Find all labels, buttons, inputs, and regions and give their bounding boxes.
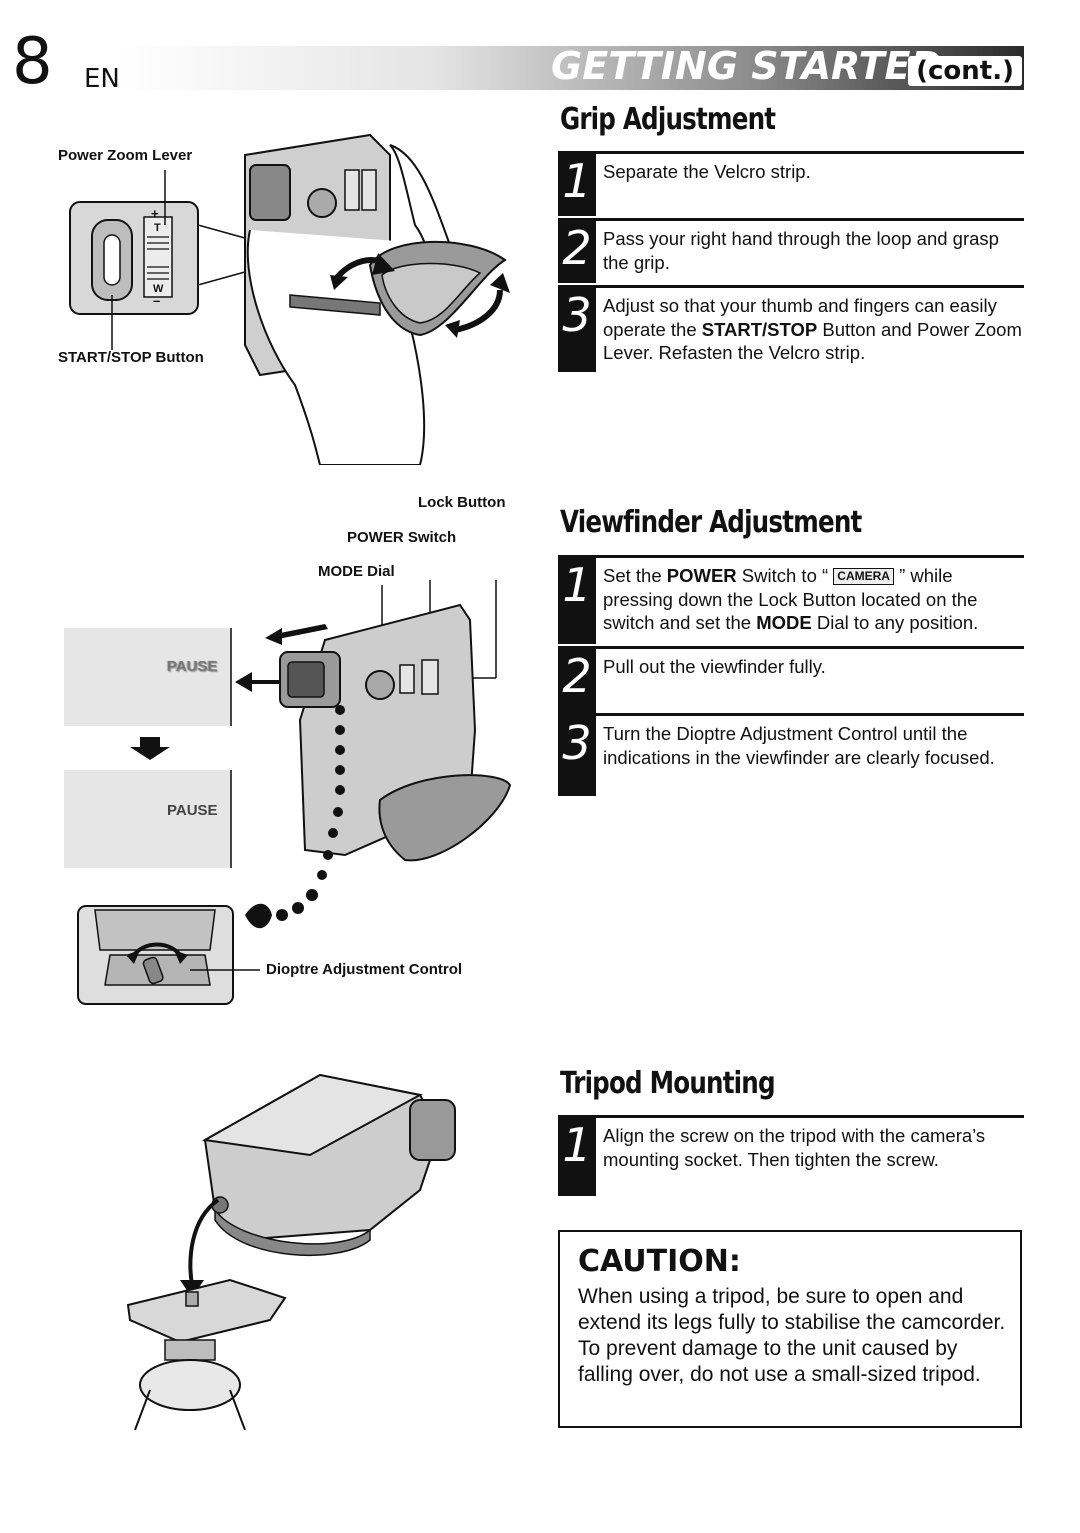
step-text: Turn the Dioptre Adjustment Control unti…	[603, 723, 995, 768]
caution-text: When using a tripod, be sure to open and…	[578, 1285, 1006, 1386]
viewfinder-sharp-pause: PAUSE	[167, 802, 218, 819]
page-number: 8	[12, 25, 53, 99]
section-header-title: GETTING STARTED	[551, 44, 942, 88]
caution-title: CAUTION:	[578, 1244, 741, 1279]
page-language: EN	[84, 64, 120, 94]
step-number: 3	[558, 288, 596, 372]
caution-box	[558, 1230, 1022, 1428]
step-number: 2	[558, 221, 596, 283]
zoom-plus-mark: +	[151, 206, 159, 221]
step-text: Pull out the viewfinder fully.	[603, 656, 826, 677]
viewfinder-step-2: 2 Pull out the viewfinder fully.	[558, 646, 1024, 713]
dioptre-adjustment-label: Dioptre Adjustment Control	[266, 961, 463, 978]
tripod-step-1: 1 Align the screw on the tripod with the…	[558, 1115, 1024, 1196]
zoom-w-mark: W	[153, 283, 164, 295]
step-text: Separate the Velcro strip.	[603, 161, 811, 182]
section-header-cont: (cont.)	[908, 56, 1022, 86]
tripod-mounting-title: Tripod Mounting	[560, 1066, 776, 1101]
power-switch-label: POWER Switch	[347, 529, 457, 546]
step-text: Align the screw on the tripod with the c…	[603, 1125, 986, 1170]
camera-mode-icon: CAMERA	[833, 568, 894, 585]
viewfinder-blurry-pause: PAUSE	[167, 658, 218, 675]
step-number: 1	[558, 558, 596, 644]
zoom-t-mark: T	[154, 222, 161, 234]
step-text: Set the POWER Switch to “ CAMERA ” while…	[603, 565, 979, 633]
step-number: 3	[558, 716, 596, 796]
viewfinder-step-1: 1 Set the POWER Switch to “ CAMERA ” whi…	[558, 555, 1024, 644]
step-number: 2	[558, 649, 596, 713]
viewfinder-blurry-panel	[64, 628, 232, 726]
viewfinder-illustration	[77, 580, 512, 1005]
tripod-illustration	[126, 1073, 456, 1430]
grip-step-1: 1 Separate the Velcro strip.	[558, 151, 1024, 218]
header-bar	[120, 46, 1024, 90]
step-text: Adjust so that your thumb and fingers ca…	[603, 295, 1022, 363]
step-number: 1	[558, 1118, 596, 1196]
grip-adjustment-title: Grip Adjustment	[560, 102, 776, 137]
viewfinder-sharp-panel	[64, 770, 232, 868]
zoom-minus-mark: –	[153, 293, 161, 308]
lock-button-label: Lock Button	[418, 494, 506, 511]
grip-step-3: 3 Adjust so that your thumb and fingers …	[558, 285, 1024, 372]
grip-illustration	[69, 133, 510, 465]
grip-step-2: 2 Pass your right hand through the loop …	[558, 218, 1024, 285]
step-number: 1	[558, 154, 596, 216]
power-zoom-lever-label: Power Zoom Lever	[58, 147, 193, 164]
viewfinder-adjustment-title: Viewfinder Adjustment	[560, 505, 862, 540]
mode-dial-label: MODE Dial	[318, 563, 395, 580]
step-text: Pass your right hand through the loop an…	[603, 228, 999, 273]
viewfinder-step-3: 3 Turn the Dioptre Adjustment Control un…	[558, 713, 1024, 796]
start-stop-button-label: START/STOP Button	[58, 349, 204, 366]
